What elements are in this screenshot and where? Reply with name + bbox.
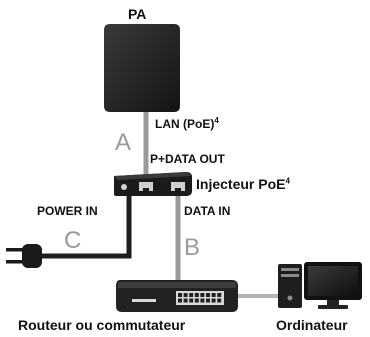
- switch-port: [189, 293, 194, 297]
- lan-poe-label: LAN (PoE)4: [155, 116, 219, 131]
- poe-injector-device: [114, 172, 192, 196]
- switch-port: [189, 298, 194, 303]
- switch-port: [183, 293, 188, 297]
- power-in-label: POWER IN: [37, 204, 98, 218]
- power-plug-icon: [6, 244, 42, 268]
- switch-port: [178, 298, 182, 303]
- router-switch-device: [116, 280, 238, 312]
- switch-port: [194, 298, 199, 303]
- switch-port-frame: [176, 291, 224, 305]
- pdata-out-label: P+DATA OUT: [150, 152, 225, 166]
- switch-port: [183, 298, 188, 303]
- switch-port: [200, 293, 205, 297]
- access-point-label: PA: [128, 6, 147, 22]
- router-label: Routeur ou commutateur: [18, 317, 186, 333]
- data-in-label: DATA IN: [184, 204, 231, 218]
- access-point-device: [104, 24, 180, 112]
- segment-c-label: C: [64, 227, 82, 254]
- switch-port: [178, 293, 182, 297]
- switch-port: [217, 298, 222, 303]
- monitor-icon: [304, 262, 362, 309]
- switch-port: [206, 298, 210, 303]
- computer-tower-icon: [278, 264, 302, 308]
- switch-port: [211, 298, 216, 303]
- segment-b-label: B: [184, 234, 201, 261]
- switch-port: [217, 293, 222, 297]
- injector-port-pdata-out: [139, 182, 153, 191]
- injector-label: Injecteur PoE4: [196, 176, 290, 192]
- switch-port: [211, 293, 216, 297]
- switch-port: [206, 293, 210, 297]
- injector-port-data-in: [171, 182, 185, 191]
- cable-c: [40, 190, 132, 259]
- computer-label: Ordinateur: [276, 317, 348, 333]
- switch-port: [200, 298, 205, 303]
- switch-port: [194, 293, 199, 297]
- segment-a-label: A: [115, 129, 132, 156]
- switch-port-block: [176, 291, 224, 305]
